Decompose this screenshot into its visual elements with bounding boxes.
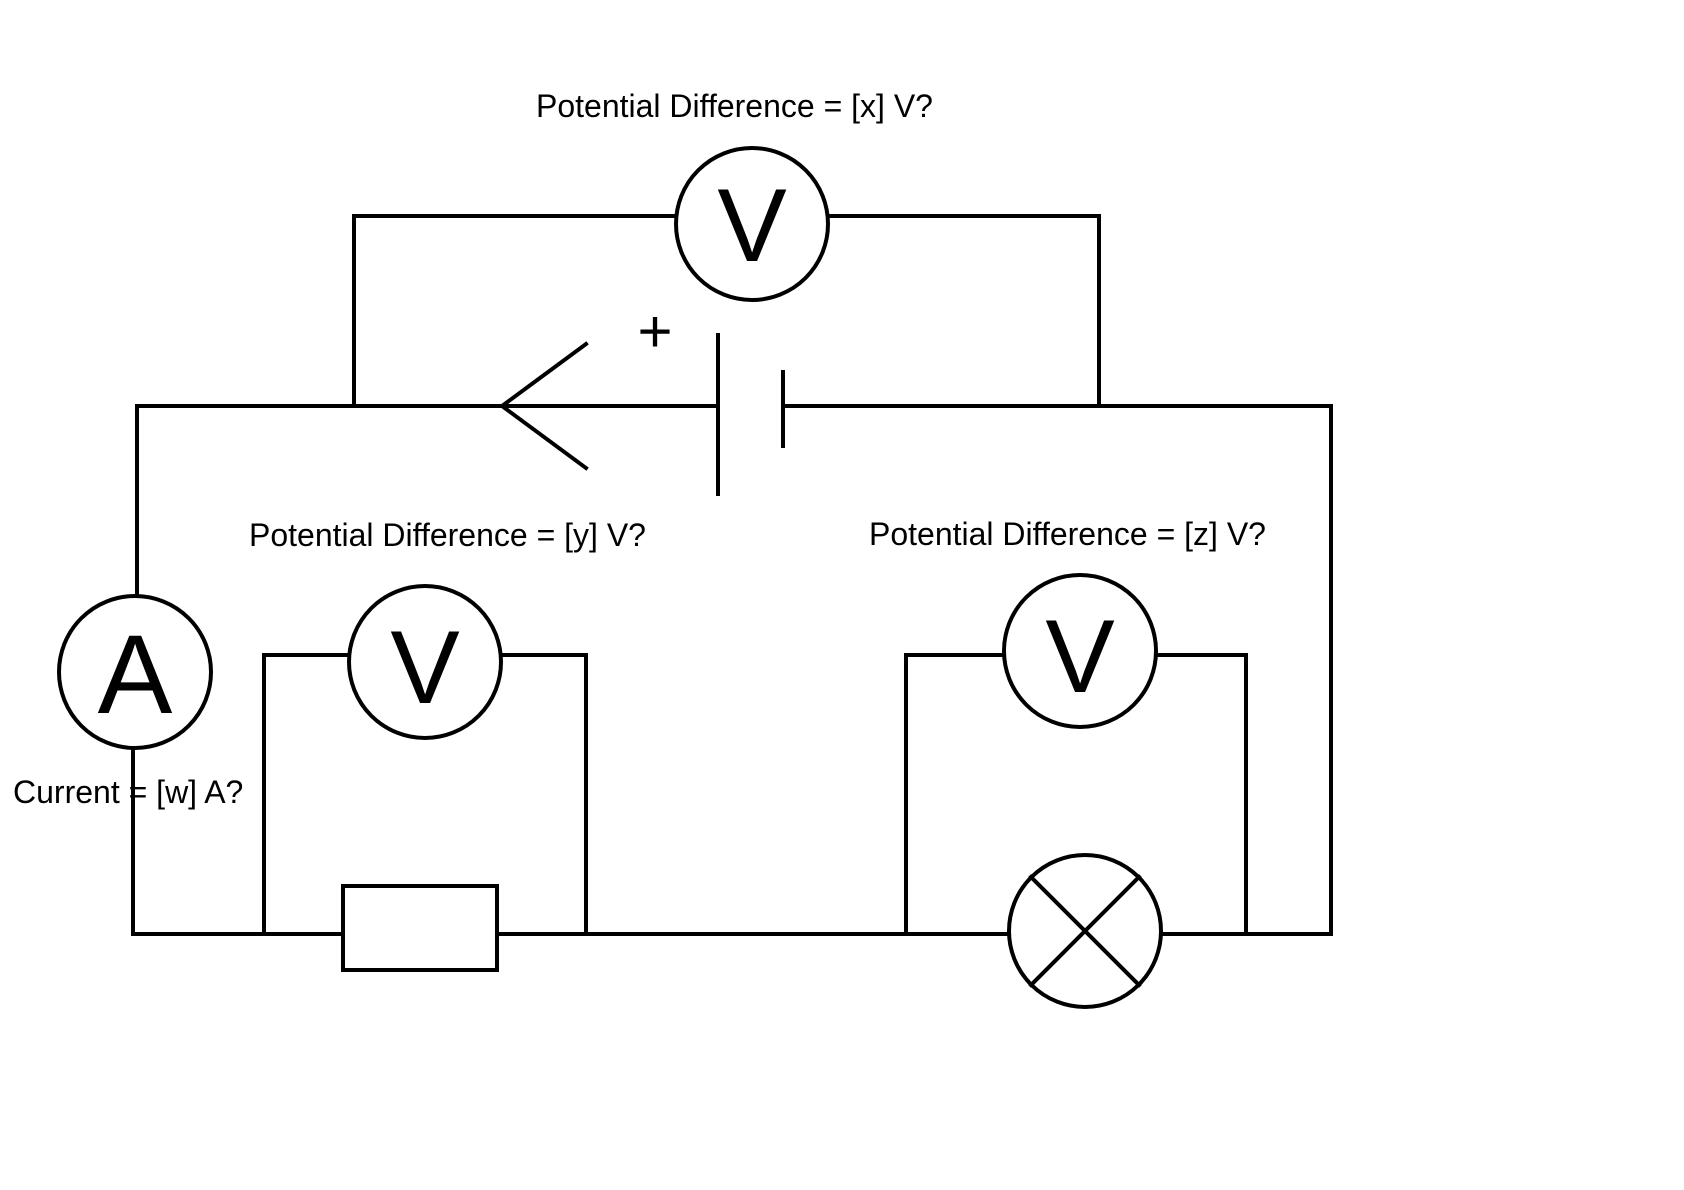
voltmeter-z-letter: V — [1045, 599, 1114, 715]
wire-main-bottom-left — [131, 746, 345, 936]
voltmeter-y-icon — [347, 584, 503, 740]
top-voltmeter-label: Potential Difference = [x] V? — [536, 88, 933, 124]
current-arrow-icon — [498, 341, 589, 471]
lamp-voltmeter-label: Potential Difference = [z] V? — [869, 516, 1266, 552]
voltmeter-x-icon — [674, 146, 830, 302]
cell-positive-sign: + — [637, 298, 672, 365]
wire-main-top-right — [781, 404, 1333, 936]
resistor-voltmeter-label: Potential Difference = [y] V? — [249, 517, 646, 553]
resistor-icon — [341, 884, 499, 972]
wire-voltmeter-z-right — [1155, 653, 1248, 936]
lamp-cross-b — [1028, 874, 1142, 988]
voltmeter-y-letter: V — [390, 610, 459, 726]
wire-voltmeter-y-right — [500, 653, 588, 936]
wire-voltmeter-z-left — [904, 653, 1005, 936]
voltmeter-x-letter: V — [717, 168, 786, 284]
wire-voltmeter-x-right — [827, 214, 1101, 408]
voltmeter-z-icon — [1002, 573, 1158, 729]
wire-voltmeter-x-left — [352, 214, 678, 408]
ammeter-icon — [57, 594, 213, 750]
wire-voltmeter-y-left — [262, 653, 350, 936]
ammeter-letter: A — [98, 612, 173, 737]
ammeter-label: Current = [w] A? — [13, 774, 244, 810]
wire-main-top-left — [135, 404, 720, 598]
